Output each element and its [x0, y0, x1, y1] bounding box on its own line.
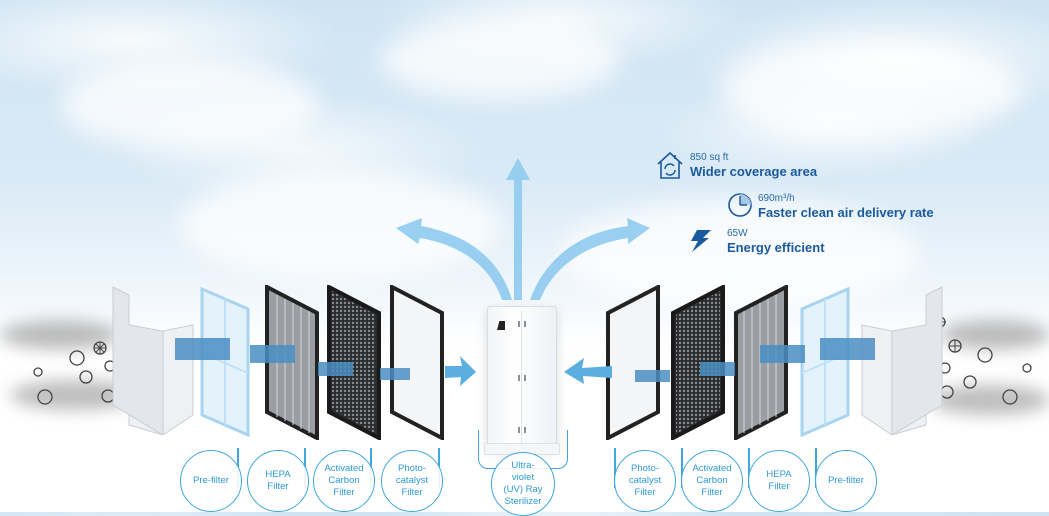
right-pre-filter-panel [800, 287, 850, 437]
label-stem [748, 448, 750, 488]
cloud [380, 20, 620, 100]
label-line: Photo- [398, 463, 426, 474]
stat-coverage: 850 sq ft Wider coverage area [690, 152, 817, 180]
stat-coverage-label: Wider coverage area [690, 164, 818, 179]
bacteria-icon [1002, 389, 1018, 405]
device-seam [521, 311, 522, 443]
bacteria-icon [69, 350, 85, 366]
stat-energy-label: Energy efficient [727, 240, 825, 255]
airflow-band [175, 338, 230, 360]
hinge [518, 375, 520, 381]
air-purifier-device [484, 306, 560, 455]
airflow-band [250, 345, 295, 363]
cloud [180, 170, 500, 280]
bacteria-icon [37, 389, 53, 405]
label-line: Ultra- [511, 460, 535, 471]
airflow-band [760, 345, 805, 363]
virus-icon [1022, 363, 1032, 373]
label-line: Activated [324, 463, 364, 474]
label-line: Carbon [696, 475, 728, 486]
brand-logo-icon [497, 321, 505, 330]
label-line: Photo- [631, 463, 659, 474]
airflow-band [318, 362, 353, 376]
label-stem [815, 448, 817, 488]
hinge [524, 427, 526, 433]
label-line: Carbon [328, 475, 360, 486]
label-line: violet [511, 472, 535, 483]
label-line: HEPA [265, 469, 291, 480]
smoke [940, 320, 1049, 350]
arrow-into-device-left [445, 356, 476, 386]
left-prefilter-housing [112, 286, 194, 435]
lightning-icon [691, 230, 711, 252]
bacteria-icon [79, 370, 93, 384]
smoke [930, 385, 1049, 415]
airflow-band [635, 370, 670, 382]
arrow-up [506, 158, 530, 300]
hinge [524, 321, 526, 327]
arrow-up-left [396, 218, 512, 300]
stat-cadr-value: 690m³/h [758, 193, 795, 204]
label-pre-filter-left: Pre-filter [180, 450, 242, 512]
label-pre-filter-right: Pre-filter [815, 450, 877, 512]
label-line: catalyst [628, 475, 662, 486]
bacteria-icon [977, 347, 993, 363]
stat-cadr: 690m³/h Faster clean air delivery rate [758, 193, 934, 221]
label-line: Filter [701, 487, 723, 498]
left-carbon-filter-panel [327, 285, 381, 440]
label-line: Filter [333, 487, 355, 498]
label-line: HEPA [766, 469, 792, 480]
hinge [518, 427, 520, 433]
hinge [524, 375, 526, 381]
airflow-band [820, 338, 875, 360]
label-line: Filter [401, 487, 423, 498]
clock-icon [728, 193, 752, 217]
airflow-band [380, 368, 410, 380]
arrow-into-device-right [564, 358, 612, 384]
label-line: Filter [267, 481, 289, 492]
label-stem [614, 448, 616, 488]
arrow-up-right [530, 218, 650, 300]
label-line: Filter [634, 487, 656, 498]
label-line: (UV) Ray [503, 484, 543, 495]
label-line: catalyst [395, 475, 429, 486]
cloud [720, 40, 1020, 140]
right-prefilter-housing [861, 286, 943, 435]
bacteria-icon [963, 375, 977, 389]
label-line: Sterilizer [504, 496, 542, 507]
airflow-band [700, 362, 735, 376]
stat-cadr-label: Faster clean air delivery rate [758, 205, 934, 220]
label-line: Pre-filter [193, 475, 229, 486]
cloud [60, 60, 320, 150]
virus-icon [33, 367, 43, 377]
label-line: Activated [692, 463, 732, 474]
label-stem [681, 448, 683, 488]
hinge [518, 321, 520, 327]
stat-energy-value: 65W [727, 228, 748, 239]
cloud [560, 200, 920, 310]
stat-energy: 65W Energy efficient [727, 228, 825, 256]
stat-coverage-value: 850 sq ft [690, 152, 729, 163]
house-refresh-icon [657, 151, 683, 179]
label-line: Filter [768, 481, 790, 492]
label-line: Pre-filter [828, 475, 864, 486]
